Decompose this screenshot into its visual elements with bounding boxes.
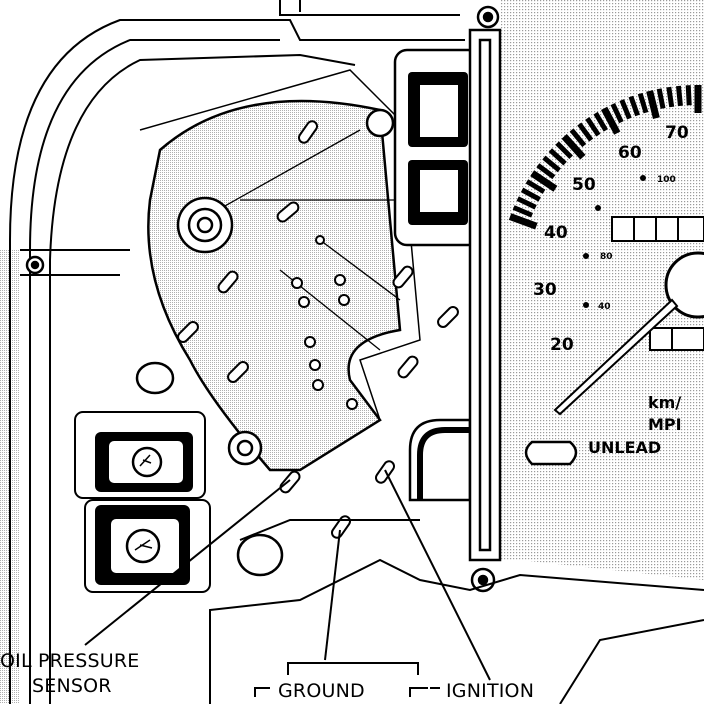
callout-leaders [84, 469, 491, 697]
unit-label-top: km/ [648, 393, 681, 412]
speedometer-needle [553, 298, 679, 416]
speedometer-tick [508, 213, 538, 230]
speedometer-tick [675, 85, 683, 107]
indicator-housing-lower [408, 418, 472, 502]
mph-tick-60: 60 [618, 143, 642, 163]
speedometer-tick [512, 205, 534, 218]
speedometer-tick [516, 196, 537, 210]
kmh-tick-100: 100 [657, 175, 676, 185]
speedometer-tick [577, 122, 594, 142]
speedometer-tick [666, 86, 675, 108]
speedometer-tick [555, 141, 573, 160]
speedometer-tick [542, 155, 561, 173]
divider-rail [468, 28, 502, 562]
speedometer-tick [637, 92, 649, 114]
solder-pads [291, 235, 358, 410]
speedometer-tick [593, 111, 608, 132]
kmh-tick-40: 40 [598, 302, 611, 312]
speedometer-ticks [508, 85, 702, 230]
speedometer-tick [548, 148, 567, 166]
ignition-leader [384, 469, 491, 681]
oil-pressure-sensor-label: SENSOR [32, 675, 112, 697]
speedometer-tick [530, 170, 558, 192]
small-gauge-upper [74, 411, 206, 499]
speedometer-tick [561, 134, 586, 160]
indicator-housing-upper [393, 48, 482, 247]
oil-pressure-label: OIL PRESSURE [0, 650, 139, 672]
cluster-housing [9, 0, 465, 704]
ground-bracket [287, 662, 419, 675]
terminal-pins [177, 120, 459, 539]
speedometer-tick [619, 99, 632, 120]
speedometer-tick [520, 187, 541, 202]
mph-tick-20: 20 [550, 335, 574, 355]
speedometer-tick [585, 117, 601, 137]
speedometer-tick [536, 163, 556, 180]
mph-tick-30: 30 [533, 280, 557, 300]
mph-tick-50: 50 [572, 175, 596, 195]
mph-tick-70: 70 [665, 123, 689, 143]
speedometer-tick [628, 95, 640, 117]
ground-label: GROUND [278, 680, 365, 702]
speedometer-tick [569, 128, 587, 148]
ignition-label: IGNITION [446, 680, 534, 702]
kmh-tick-80: 80 [600, 252, 613, 262]
speedometer-tick [610, 102, 624, 124]
lower-housing-edge [209, 519, 704, 704]
mounting-bosses [25, 5, 500, 593]
speedometer-tick [525, 179, 546, 194]
unit-label-bottom: MPI [648, 415, 682, 434]
ignition-left-tick [409, 687, 440, 697]
odometer-window [611, 216, 704, 242]
ground-leader [324, 529, 341, 661]
speedometer-tick [601, 106, 621, 135]
indicator-lens [524, 440, 578, 466]
ground-left-tick [254, 687, 270, 697]
oil-pressure-leader [84, 479, 291, 646]
gauge-stud-upper [176, 196, 234, 254]
speedometer: 70 60 50 40 30 20 100 80 40 km/ MPI UNLE… [508, 85, 704, 466]
mph-tick-40: 40 [544, 223, 568, 243]
speedometer-hub [664, 251, 704, 319]
speedometer-tick [646, 90, 660, 119]
speedometer-tick [656, 88, 666, 109]
small-gauge-lower [84, 499, 211, 593]
trip-window [649, 327, 704, 351]
speedometer-tick [685, 85, 692, 106]
fuel-label: UNLEAD [588, 438, 661, 457]
